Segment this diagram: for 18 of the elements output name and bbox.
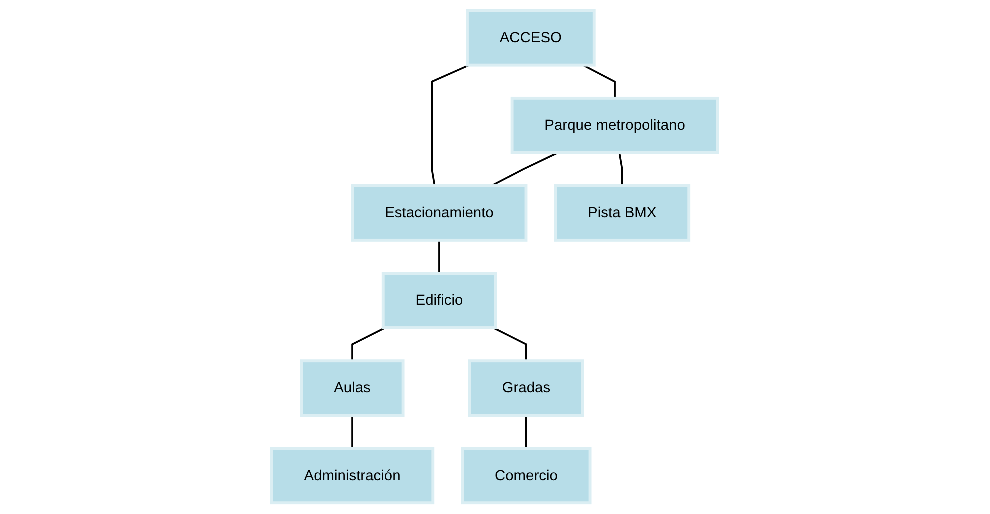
node-box: Pista BMX [554,184,691,242]
connector [352,416,354,449]
connector [526,416,528,449]
node-box: Gradas [468,360,585,418]
node-box: Estacionamiento [351,184,528,242]
node-box: Aulas [300,360,405,418]
connector [492,152,559,187]
node-box: Comercio [461,447,592,505]
connector [431,64,470,186]
node-box: Edificio [382,272,498,330]
node-box: ACCESO [466,9,596,67]
node-box: Administración [270,447,435,505]
node-box: Parque metropolitano [511,96,720,154]
connector [352,327,386,362]
connector [618,152,624,186]
connector [438,240,441,274]
connector [582,64,616,98]
connector [493,327,528,362]
